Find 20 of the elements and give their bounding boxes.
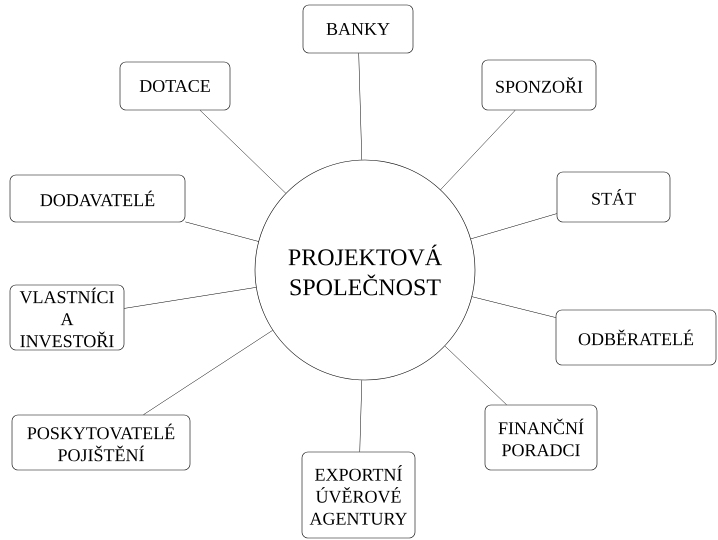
rounded-box: EXPORTNÍ ÚVĚROVÉ AGENTURY <box>302 452 416 538</box>
rounded-box: POSKYTOVATELÉ POJIŠTĚNÍ <box>12 414 190 470</box>
connector-line <box>358 53 362 160</box>
connector-line <box>470 213 557 240</box>
connector-line <box>440 110 516 190</box>
connector-line <box>200 110 286 194</box>
connector-line <box>124 287 256 309</box>
connector-line <box>360 380 362 452</box>
rounded-box: ODBĚRATELÉ <box>556 310 716 366</box>
rounded-box: DODAVATELÉ <box>10 174 186 222</box>
rounded-box: STÁT <box>556 172 670 222</box>
connector-line <box>185 222 259 242</box>
rounded-box: VLASTNÍCI A INVESTOŘI <box>10 284 124 350</box>
rounded-box: FINANČNÍ PORADCI <box>484 404 598 470</box>
connector-line <box>143 330 273 415</box>
connector-line <box>444 346 507 405</box>
rounded-box: SPONZOŘI <box>482 60 596 110</box>
rounded-box: BANKY <box>302 4 414 54</box>
rounded-box: DOTACE <box>120 62 230 110</box>
connector-line <box>472 296 556 318</box>
